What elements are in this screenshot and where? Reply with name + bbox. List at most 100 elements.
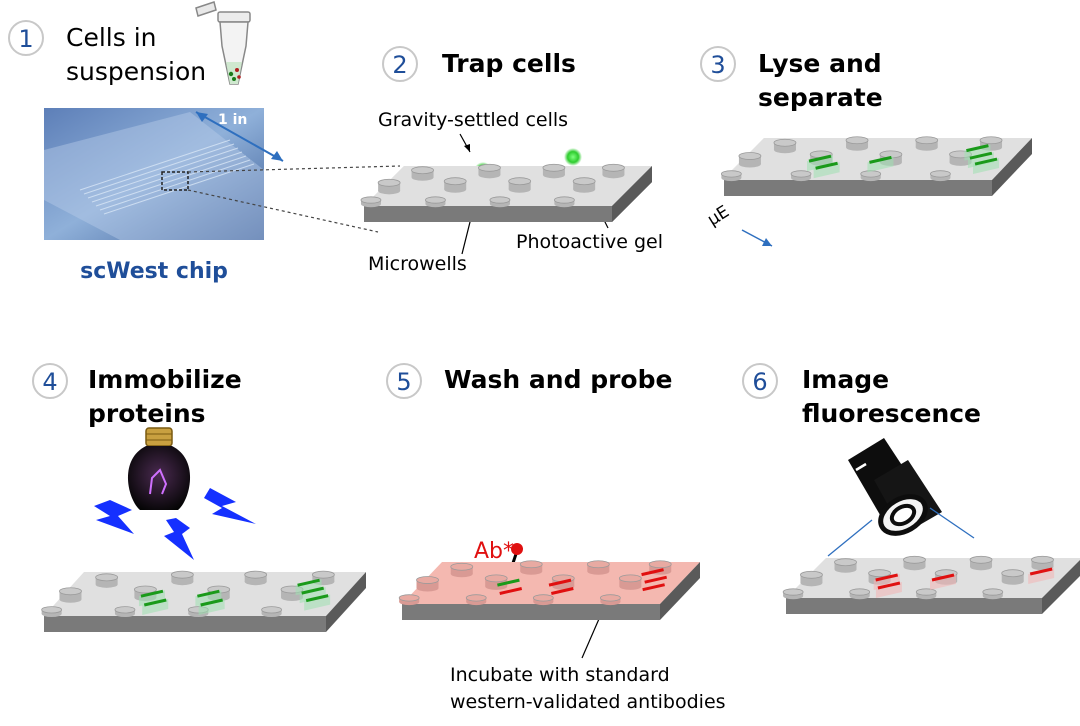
chip-front-face [44,616,326,632]
chip-step-3 [720,136,1032,196]
protein-band [295,578,322,596]
protein-band [304,594,331,611]
step-6: 6 Image fluorescence [742,363,981,557]
microwell [261,606,283,617]
light-cone-left [827,519,873,557]
microwell [860,170,882,182]
protein-band [867,155,894,173]
step-3: 3 Lyse and separate [700,46,1032,178]
microscope-objective-icon [848,438,942,536]
chip-top-face [402,562,700,604]
microwell [915,588,937,600]
microwell [586,560,610,575]
protein-band [973,157,1000,175]
microwell [738,152,762,168]
protein-band [642,583,665,592]
microwell [903,555,926,571]
protein-band [1028,567,1055,584]
chip-step-4 [41,570,366,632]
microwell [572,177,596,193]
step-number: 6 [752,368,767,396]
microwell [519,560,543,575]
microwell [542,163,566,179]
step-number: 4 [42,368,57,396]
microwell [600,594,621,606]
microwell [465,594,487,606]
microwell [773,138,797,154]
scale-arrow [195,111,284,162]
field-label: μE [704,202,733,230]
step-title-line-1: Image [802,365,889,394]
chip-side-face [1042,560,1080,614]
microwell [720,170,742,182]
microwell [377,178,401,195]
microtube-icon [195,1,251,85]
microwell [982,588,1004,600]
step-number: 5 [396,368,411,396]
chip-step-2 [360,163,652,222]
zoom-region-box [161,171,189,191]
protein-band [142,598,169,615]
step-title: Wash and probe [444,365,672,394]
protein-band [807,154,833,172]
chip-side-face [992,138,1032,196]
microwell [170,570,194,586]
chip-step-5 [398,560,700,620]
protein-band [930,573,956,590]
chip-front-face [402,604,660,620]
incubate-label-line-2: western-validated antibodies [450,691,726,713]
microwell [969,555,993,571]
protein-band [641,568,664,577]
protein-band [195,589,222,607]
step-title-line-1: Immobilize [88,365,242,394]
chip-top-face [364,166,652,206]
microwell [845,136,869,151]
scale-label: 1 in [218,112,247,128]
step-title-line-2: suspension [66,57,206,86]
chip-step-6 [782,555,1080,614]
step-number-badge: 4 [32,363,68,399]
step-number-badge: 1 [8,20,44,56]
microwell [59,587,82,603]
microwell [450,562,474,578]
microwell [930,170,951,182]
protein-band [497,578,520,587]
microwell [800,570,823,587]
step-1: 1 Cells in suspension [8,1,401,284]
protein-band [548,578,572,587]
uv-lightbulb-icon [127,427,191,510]
chip-photo: 1 in [44,108,284,240]
protein-band [813,161,840,179]
microwell [915,136,939,151]
microwell [782,588,804,600]
chip-front-face [786,598,1042,614]
microwell [416,576,439,592]
step-number-badge: 5 [386,363,422,399]
microwell [834,558,857,573]
step-title-line-1: Cells in [66,23,157,52]
light-cone-right [929,507,975,539]
step-4: 4 Immobilize proteins [32,363,256,560]
microwell [443,177,467,193]
microwell [411,166,434,181]
antibody-label: Ab* [474,539,514,564]
microwell [849,588,871,600]
protein-band [138,589,165,607]
microwell [398,594,420,606]
chip-front-face [724,180,992,196]
protein-band [550,587,574,595]
protein-band [644,575,668,584]
microwell [244,570,268,586]
microwell [478,163,501,179]
zoom-line-bottom [187,189,379,233]
microwell [618,574,642,590]
incubate-label-line-1: Incubate with standard [450,664,670,686]
microwell [1001,569,1025,585]
microwell [554,196,575,208]
microwell [114,606,136,617]
microwell [360,196,382,208]
microwell [532,594,554,606]
step-title-line-2: proteins [88,399,206,428]
microwells-label: Microwells [368,253,467,275]
step-number: 1 [18,25,33,53]
